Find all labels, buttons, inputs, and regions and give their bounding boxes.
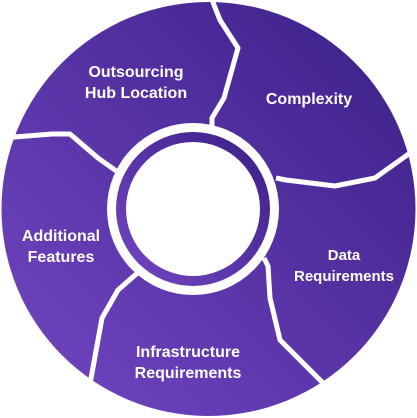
label-data-requirements-line2: Requirements	[294, 268, 394, 285]
segment-infrastructure-requirements: Infrastructure Requirements	[135, 344, 242, 382]
center-circle	[126, 142, 260, 276]
segment-data-requirements: Data Requirements	[294, 247, 394, 285]
divider-bottom-right	[261, 256, 327, 387]
segment-complexity: Complexity	[266, 91, 352, 108]
label-outsourcing-hub-location-line2: Hub Location	[85, 85, 187, 102]
divider-right	[275, 145, 417, 189]
segment-additional-features: Additional Features	[22, 228, 100, 266]
label-complexity: Complexity	[266, 91, 352, 108]
label-data-requirements-line1: Data	[328, 247, 361, 264]
label-additional-features-line2: Features	[28, 249, 95, 266]
label-outsourcing-hub-location-line1: Outsourcing	[88, 64, 183, 81]
segment-outsourcing-hub-location: Outsourcing Hub Location	[85, 64, 187, 102]
label-infrastructure-requirements-line1: Infrastructure	[136, 344, 240, 361]
divider-top	[209, 0, 241, 128]
label-additional-features-line1: Additional	[22, 228, 100, 245]
label-infrastructure-requirements-line2: Requirements	[135, 365, 242, 382]
